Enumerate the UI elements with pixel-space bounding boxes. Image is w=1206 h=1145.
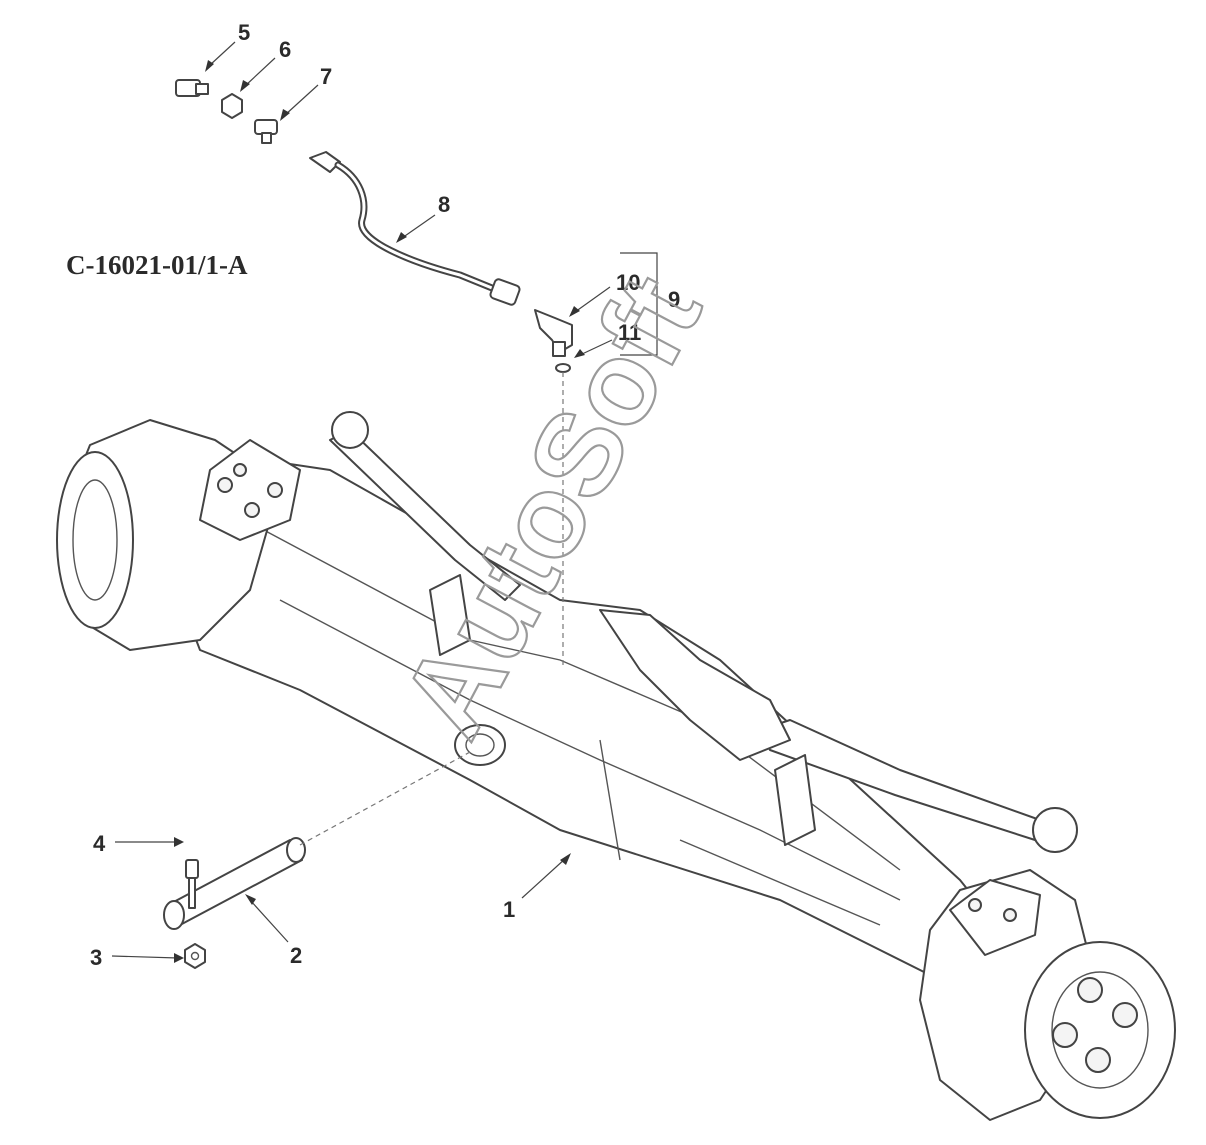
kit-bracket [620,252,658,356]
nut-small [221,93,243,119]
screw [254,119,278,144]
callout-1: 1 [503,897,515,922]
pipe [309,151,521,306]
callout-leaders [111,41,613,963]
axle-housing [56,411,1176,1121]
callout-11: 11 [618,320,641,345]
callout-10: 9 [668,287,680,312]
bolt [185,859,199,909]
assembly-line-pin [299,751,471,846]
figure-code: C-16021-01/1-A [66,250,248,280]
callout-3: 3 [90,945,102,970]
callout-2: 2 [290,943,302,968]
callout-8: 8 [438,192,450,217]
callout-4: 4 [93,831,106,856]
callout-9: 10 [616,270,640,295]
pivot-pin [163,837,306,930]
nut [184,943,206,969]
elbow-fitting [534,309,573,357]
callout-5: 5 [238,20,250,45]
fitting [175,79,209,97]
callout-6: 6 [279,37,291,62]
callout-7: 7 [320,64,332,89]
